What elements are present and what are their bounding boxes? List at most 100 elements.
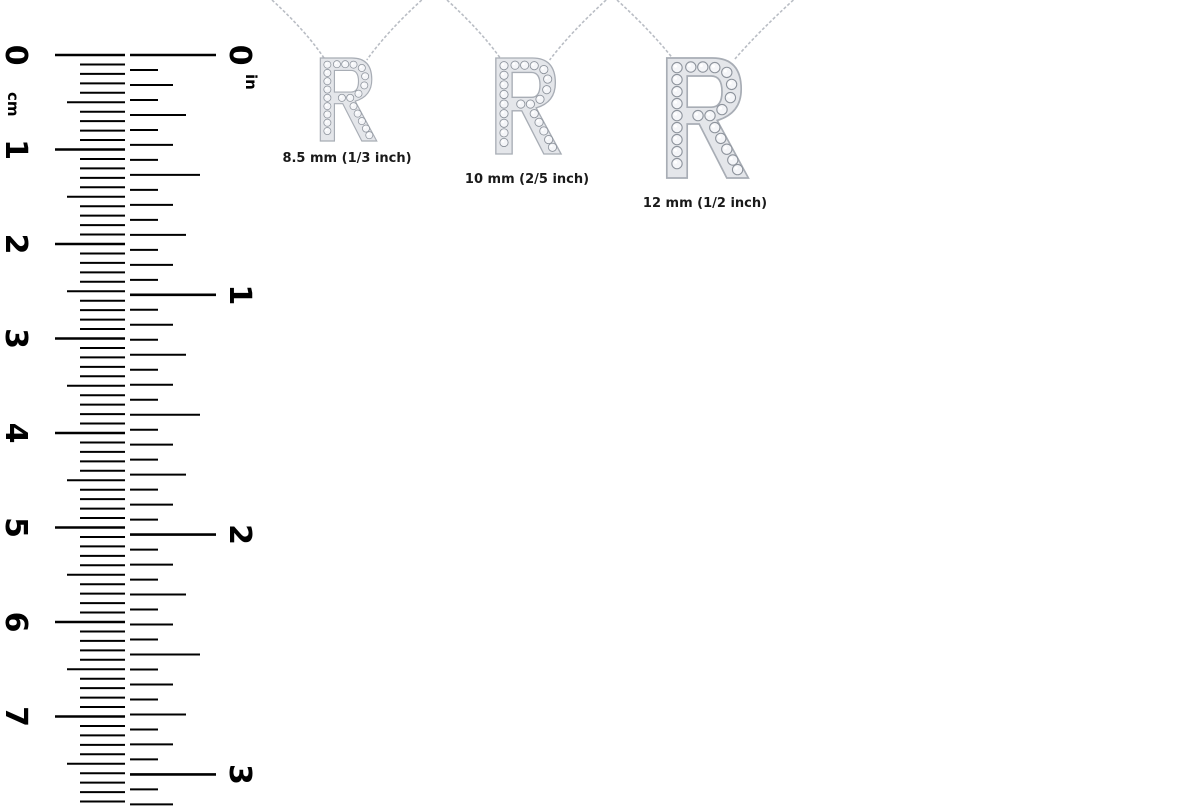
diamond-stone xyxy=(720,143,733,155)
chain xyxy=(446,0,608,61)
diamond-stone xyxy=(526,99,536,109)
stone-highlight xyxy=(728,81,732,85)
stone-highlight xyxy=(545,76,549,80)
stone-highlight xyxy=(673,76,677,80)
diamond-stone xyxy=(542,85,552,95)
diamond-stone xyxy=(671,145,683,158)
diamond-stone xyxy=(333,60,341,69)
diamond-stone xyxy=(716,103,728,116)
diamond-stone xyxy=(323,102,332,111)
diamond-stone xyxy=(357,64,366,72)
stone-highlight xyxy=(673,100,677,104)
inch-unit-label: in xyxy=(242,74,260,90)
stone-highlight xyxy=(673,160,677,164)
stone-highlight xyxy=(544,87,548,90)
stone-highlight xyxy=(325,70,328,74)
stone-highlight xyxy=(325,87,328,90)
cm-number: 1 xyxy=(0,139,33,160)
letter-r-pendant xyxy=(319,57,378,142)
stone-highlight xyxy=(711,124,715,128)
letter-r-pendant xyxy=(495,57,563,155)
diamond-stone xyxy=(323,93,332,102)
diamond-stone xyxy=(499,89,509,100)
diamond-stone xyxy=(692,109,704,122)
cm-number: 7 xyxy=(0,706,33,727)
pendant-size-caption: 12 mm (1/2 inch) xyxy=(642,196,768,211)
diamond-stone xyxy=(361,72,370,81)
stone-highlight xyxy=(727,94,731,98)
stone-highlight xyxy=(502,111,505,114)
stone-highlight xyxy=(723,146,727,150)
stone-highlight xyxy=(673,148,677,152)
diamond-stone xyxy=(338,93,346,102)
stone-highlight xyxy=(348,95,351,98)
diamond-stone xyxy=(516,99,526,109)
stone-highlight xyxy=(502,130,505,133)
stone-highlight xyxy=(362,83,365,86)
diamond-stone xyxy=(499,109,509,119)
stone-highlight xyxy=(343,62,346,65)
cm-number: 0 xyxy=(0,45,33,66)
stone-highlight xyxy=(532,111,535,114)
diamond-stone xyxy=(499,118,509,128)
stone-highlight xyxy=(673,124,677,128)
diamond-stone xyxy=(349,60,358,69)
stone-highlight xyxy=(513,62,516,66)
diamond-stone xyxy=(323,68,332,77)
stone-highlight xyxy=(359,65,363,69)
diamond-stone xyxy=(349,102,358,111)
diamond-stone xyxy=(534,117,545,127)
cm-number: 6 xyxy=(0,612,33,633)
diamond-stone xyxy=(323,77,332,86)
stone-highlight xyxy=(339,95,343,98)
inch-tick-marks xyxy=(130,53,216,806)
diamond-stone xyxy=(724,91,736,104)
diamond-stone xyxy=(544,135,554,145)
stone-highlight xyxy=(673,136,677,140)
diamond-stone xyxy=(510,60,521,70)
diamond-stone xyxy=(539,126,549,136)
stone-highlight xyxy=(356,91,359,94)
inch-number: 1 xyxy=(222,284,257,305)
diamond-stone xyxy=(731,163,744,176)
stone-highlight xyxy=(325,95,328,98)
diamond-stone xyxy=(708,121,721,134)
diamond-stone xyxy=(520,60,530,70)
stone-highlight xyxy=(673,112,677,116)
stone-highlight xyxy=(325,112,328,115)
diamond-stone xyxy=(543,74,553,84)
stone-highlight xyxy=(334,62,338,65)
stone-highlight xyxy=(541,128,545,132)
diamond-stone xyxy=(708,61,721,74)
diamond-stone xyxy=(720,66,733,79)
stone-highlight xyxy=(673,88,677,92)
stone-highlight xyxy=(502,63,505,66)
diamond-stone xyxy=(499,80,509,90)
stone-highlight xyxy=(673,64,677,68)
diamond-stone xyxy=(714,132,727,145)
stone-highlight xyxy=(546,137,550,140)
diamond-stone xyxy=(671,121,683,134)
chain xyxy=(271,0,423,61)
cm-tick-marks xyxy=(55,53,125,803)
stone-highlight xyxy=(694,112,698,116)
stone-highlight xyxy=(522,62,526,66)
diamond-stone xyxy=(323,127,332,135)
pendant-size-caption: 8.5 mm (1/3 inch) xyxy=(282,151,412,166)
pendant-necklace xyxy=(616,0,794,179)
stone-highlight xyxy=(717,135,721,139)
stone-highlight xyxy=(363,126,367,129)
stone-highlight xyxy=(532,63,535,66)
stone-highlight xyxy=(325,104,328,107)
diamond-stone xyxy=(323,85,332,94)
diamond-stone xyxy=(499,128,509,138)
cm-number: 2 xyxy=(0,234,33,255)
stone-highlight xyxy=(711,64,715,68)
diamond-stone xyxy=(530,109,540,119)
diamond-stone xyxy=(548,142,558,152)
stone-highlight xyxy=(355,111,358,114)
diamond-stone xyxy=(539,64,549,75)
